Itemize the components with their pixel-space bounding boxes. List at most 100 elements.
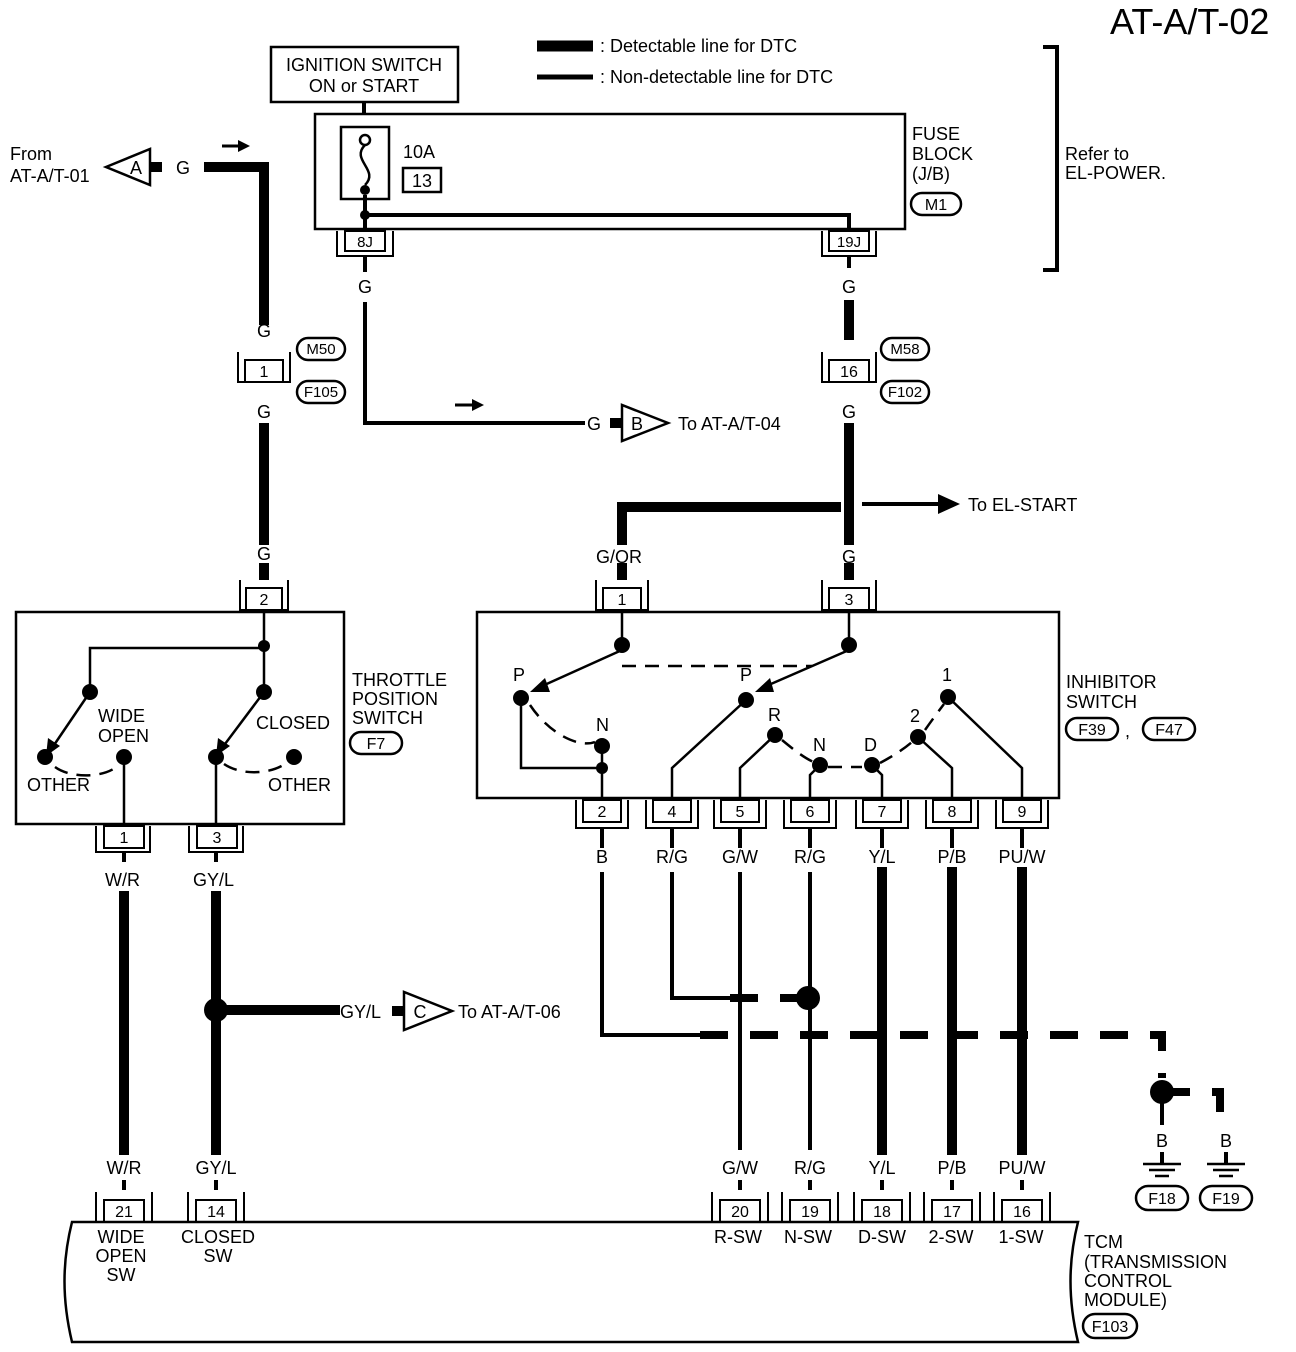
svg-text:9: 9 bbox=[1018, 804, 1027, 821]
tps-closed-label: CLOSED bbox=[256, 713, 330, 733]
wire-g-left-label-bottom: G bbox=[257, 402, 271, 422]
to-el-start: To EL-START bbox=[968, 495, 1077, 515]
wire-g-left bbox=[204, 162, 269, 325]
svg-text:,: , bbox=[1125, 721, 1130, 741]
fuse-block-connector: M1 bbox=[925, 197, 947, 214]
svg-text:M50: M50 bbox=[306, 341, 335, 358]
wire-g-throttle-input: G bbox=[257, 544, 271, 564]
wire-gyl-ref-c: GY/L bbox=[340, 1002, 381, 1022]
ignition-switch-label: IGNITION SWITCH bbox=[286, 55, 442, 75]
fuse-rating: 10A bbox=[403, 142, 435, 162]
svg-text:N: N bbox=[596, 715, 609, 735]
to-reference-b: B To AT-A/T-04 bbox=[610, 403, 781, 443]
svg-text:R/G: R/G bbox=[794, 1158, 826, 1178]
svg-text:GY/L: GY/L bbox=[195, 1158, 236, 1178]
svg-text:P/B: P/B bbox=[937, 847, 966, 867]
wire-g-19j-label: G bbox=[842, 277, 856, 297]
svg-text:3: 3 bbox=[845, 592, 854, 609]
legend: : Detectable line for DTC : Non-detectab… bbox=[537, 36, 833, 87]
tps-label: THROTTLE bbox=[352, 670, 447, 690]
page-title: AT-A/T-02 bbox=[1110, 1, 1269, 42]
wire-g-to-b bbox=[363, 302, 585, 425]
inhibitor-pin-5: 5 bbox=[713, 799, 767, 829]
svg-text:SWITCH: SWITCH bbox=[1066, 692, 1137, 712]
svg-text:POSITION: POSITION bbox=[352, 689, 438, 709]
svg-text:R/G: R/G bbox=[794, 847, 826, 867]
wire-rg-4 bbox=[670, 872, 730, 1000]
svg-text:G/W: G/W bbox=[722, 847, 758, 867]
from-label: From bbox=[10, 144, 52, 164]
svg-text:1-SW: 1-SW bbox=[999, 1227, 1044, 1247]
svg-text:To AT-A/T-04: To AT-A/T-04 bbox=[678, 414, 781, 434]
svg-text:F39: F39 bbox=[1078, 722, 1106, 739]
svg-text:PU/W: PU/W bbox=[999, 1158, 1046, 1178]
svg-text:2-SW: 2-SW bbox=[929, 1227, 974, 1247]
wire-g-or bbox=[617, 502, 841, 545]
inhibitor-switch: 1 3 P N P R N D 2 bbox=[475, 580, 1197, 800]
tcm-pin-19: 19 bbox=[781, 1192, 839, 1223]
tps-other-left: OTHER bbox=[27, 775, 90, 795]
svg-text:19J: 19J bbox=[837, 234, 861, 251]
wire-g-8j-label: G bbox=[358, 277, 372, 297]
svg-text:SWITCH: SWITCH bbox=[352, 708, 423, 728]
throttle-position-switch: 2 WIDE OPEN CLOSED OTHER OTHER THROTTLE … bbox=[14, 580, 447, 853]
svg-text:4: 4 bbox=[668, 804, 677, 821]
fuse-block-label-3: (J/B) bbox=[912, 164, 950, 184]
svg-text:8: 8 bbox=[948, 804, 957, 821]
svg-text:F19: F19 bbox=[1212, 1191, 1240, 1208]
from-reference-a: From AT-A/T-01 A G bbox=[10, 140, 250, 187]
svg-text:18: 18 bbox=[873, 1204, 891, 1221]
svg-text:2: 2 bbox=[260, 592, 269, 609]
to-reference-c: C To AT-A/T-06 bbox=[392, 990, 561, 1032]
wire-b-ground bbox=[600, 872, 700, 1037]
tcm-pin-14: 14 bbox=[187, 1192, 245, 1223]
tcm-pin-20: 20 bbox=[711, 1192, 769, 1223]
tcm-wire-labels: W/R GY/L G/W R/G Y/L P/B PU/W bbox=[107, 1158, 1046, 1178]
svg-text:To AT-A/T-06: To AT-A/T-06 bbox=[458, 1002, 561, 1022]
svg-text:14: 14 bbox=[207, 1204, 225, 1221]
svg-text:F7: F7 bbox=[367, 736, 386, 753]
tcm-pin-17: 17 bbox=[923, 1192, 981, 1223]
svg-text:N: N bbox=[813, 735, 826, 755]
svg-text:R: R bbox=[768, 705, 781, 725]
svg-text:19: 19 bbox=[801, 1204, 819, 1221]
svg-text:1: 1 bbox=[120, 830, 129, 847]
wire-g-or-label: G/OR bbox=[596, 547, 642, 567]
svg-text:OPEN: OPEN bbox=[98, 726, 149, 746]
legend-non-detectable: : Non-detectable line for DTC bbox=[600, 67, 833, 87]
fuse-block-label-2: BLOCK bbox=[912, 144, 973, 164]
svg-text:Y/L: Y/L bbox=[868, 847, 895, 867]
ignition-switch-state: ON or START bbox=[309, 76, 419, 96]
ignition-switch: IGNITION SWITCH ON or START bbox=[269, 45, 460, 130]
svg-text:P: P bbox=[740, 665, 752, 685]
inhibitor-pin-7: 7 bbox=[855, 799, 909, 829]
svg-text:16: 16 bbox=[1013, 1204, 1031, 1221]
svg-text:MODULE): MODULE) bbox=[1084, 1290, 1167, 1310]
svg-text:3: 3 bbox=[213, 830, 222, 847]
svg-text:B: B bbox=[1156, 1131, 1168, 1151]
from-page-label: AT-A/T-01 bbox=[10, 166, 90, 186]
wire-g-right-label: G bbox=[842, 402, 856, 422]
terminal-8j: 8J bbox=[336, 230, 394, 257]
svg-text:7: 7 bbox=[878, 804, 887, 821]
svg-text:SW: SW bbox=[107, 1265, 136, 1285]
tps-wide-open-label: WIDE bbox=[98, 706, 145, 726]
svg-text:1: 1 bbox=[942, 665, 952, 685]
svg-text:2: 2 bbox=[910, 706, 920, 726]
ground: B B F18 F19 bbox=[1134, 1080, 1254, 1212]
svg-text:B: B bbox=[596, 847, 608, 867]
inhibitor-bottom-connectors: 2 4 5 6 7 8 9 bbox=[575, 799, 1049, 829]
wire-gyl-label: GY/L bbox=[193, 870, 234, 890]
wire-g-inhibitor-3: G bbox=[842, 547, 856, 567]
svg-text:OPEN: OPEN bbox=[95, 1246, 146, 1266]
refer-to-label: Refer to bbox=[1065, 144, 1129, 164]
tcm-pin-21: 21 bbox=[95, 1192, 153, 1223]
fuse-number: 13 bbox=[412, 171, 432, 191]
svg-text:P: P bbox=[513, 665, 525, 685]
svg-text:(TRANSMISSION: (TRANSMISSION bbox=[1084, 1252, 1227, 1272]
refer-bracket: Refer to EL-POWER. bbox=[1043, 45, 1166, 272]
svg-text:1: 1 bbox=[618, 592, 627, 609]
svg-text:D: D bbox=[864, 735, 877, 755]
inhibitor-pin-4: 4 bbox=[645, 799, 699, 829]
svg-text:SW: SW bbox=[204, 1246, 233, 1266]
